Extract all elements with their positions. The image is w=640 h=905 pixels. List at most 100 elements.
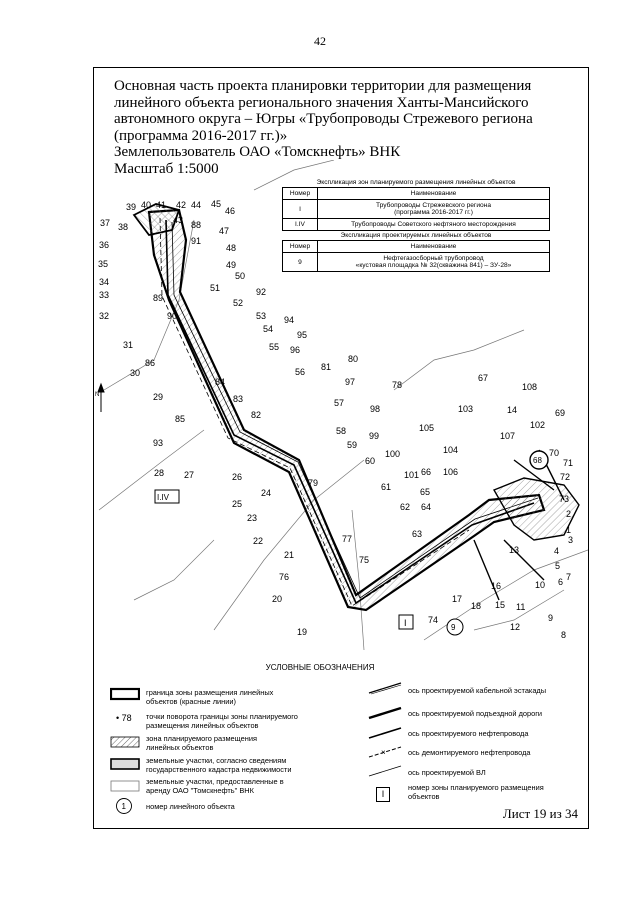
point-label: 95	[297, 330, 307, 340]
legend-zone-number: номер зоны планируемого размещения объек…	[408, 783, 544, 801]
point-label: 12	[510, 622, 520, 632]
point-label: 55	[269, 342, 279, 352]
point-label: 50	[235, 271, 245, 281]
road-symbol	[368, 706, 402, 720]
title-block: Основная часть проекта планировки террит…	[114, 78, 534, 177]
point-label: 39	[126, 202, 136, 212]
point-label: 107	[500, 431, 515, 441]
point-label: 81	[321, 362, 331, 372]
legend-object-number: номер линейного объекта	[146, 802, 235, 811]
table-row: I.IV Трубопроводы Советского нефтяного м…	[282, 218, 550, 231]
point-label: 18	[471, 601, 481, 611]
zone-name: Трубопроводы Советского нефтяного местор…	[317, 218, 550, 231]
point-label: 85	[175, 414, 185, 424]
zones-table-caption: Экспликация зон планируемого размещения …	[316, 179, 516, 186]
zones-header-name: Наименование	[317, 187, 550, 200]
point-label: 82	[251, 410, 261, 420]
point-label: 89	[153, 293, 163, 303]
object-number-symbol-text: 1	[122, 802, 127, 811]
zone-marker-iiv	[154, 489, 180, 504]
object-number: 9	[282, 252, 318, 272]
point-label: 53	[256, 311, 266, 321]
point-label: 13	[509, 545, 519, 555]
legend-cadastre: земельные участки, согласно сведениям го…	[146, 756, 292, 774]
point-label: 29	[153, 392, 163, 402]
north-arrow	[97, 382, 105, 412]
point-symbol-number: 78	[121, 713, 132, 723]
north-label: N	[95, 392, 99, 398]
point-label: 11	[516, 602, 525, 612]
zone-marker-i	[398, 614, 414, 630]
point-label: 93	[153, 438, 163, 448]
point-label: 45	[211, 199, 221, 209]
point-label: 62	[400, 502, 410, 512]
scale-line: Масштаб 1:5000	[114, 160, 219, 177]
point-label: 75	[359, 555, 369, 565]
zones-header-number: Номер	[282, 187, 318, 200]
point-label: 58	[336, 426, 346, 436]
point-label: 33	[99, 290, 109, 300]
point-label: 94	[284, 315, 294, 325]
legend-points: точки поворота границы зоны планируемого…	[146, 712, 298, 730]
point-label: 42	[176, 200, 186, 210]
point-label: 63	[412, 529, 422, 539]
point-label: 24	[261, 488, 271, 498]
point-label: 79	[308, 478, 318, 488]
point-label: 23	[247, 513, 257, 523]
sheet-frame	[93, 67, 589, 829]
point-label: 108	[522, 382, 537, 392]
title-line: линейного объекта регионального значения…	[114, 94, 529, 111]
point-label: 38	[118, 222, 128, 232]
sheet-label: Лист 19 из 34	[502, 806, 578, 821]
point-label: 78	[392, 380, 402, 390]
point-label: 41	[156, 200, 166, 210]
zone-symbol	[110, 736, 140, 748]
point-label: 98	[370, 404, 380, 414]
pipeline-axes	[159, 217, 539, 607]
legend-dismantled: ось демонтируемого нефтепровода	[408, 748, 531, 757]
point-label: 36	[99, 240, 109, 250]
point-label: 52	[233, 298, 243, 308]
point-label: 34	[99, 277, 109, 287]
point-label: 20	[272, 594, 282, 604]
point-label: 48	[226, 243, 236, 253]
title-line: автономного округа – Югры «Трубопроводы …	[114, 111, 533, 127]
point-label: 100	[385, 449, 400, 459]
objects-table: Номер Наименование 9 Нефтегазосборный тр…	[282, 240, 550, 272]
point-label: 10	[535, 580, 545, 590]
lease-symbol	[110, 780, 140, 792]
point-label: 86	[145, 358, 155, 368]
legend-power-line: ось проектируемой ВЛ	[408, 768, 486, 777]
point-label: 40	[141, 200, 151, 210]
point-label: 22	[253, 536, 263, 546]
point-label: 9	[548, 613, 553, 623]
point-label: 103	[458, 404, 473, 414]
point-label: 7	[566, 572, 571, 582]
point-label: 57	[334, 398, 344, 408]
legend-boundary: граница зоны размещения линейных объекто…	[146, 688, 274, 706]
point-label: 84	[215, 377, 225, 387]
legend-lease: земельные участки, предоставленные в аре…	[146, 777, 284, 795]
legend-title: УСЛОВНЫЕ ОБОЗНАЧЕНИЯ	[265, 663, 375, 672]
point-label: 99	[369, 431, 379, 441]
zone-label-iiv: I.IV	[157, 493, 170, 502]
point-label: 61	[381, 482, 391, 492]
circled-label-9: 9	[451, 623, 456, 632]
title-line: Основная часть проекта планировки террит…	[114, 78, 532, 94]
object-name: Нефтегазосборный трубопровод «кустовая п…	[317, 252, 550, 272]
point-label: 69	[555, 408, 565, 418]
point-label: 43	[173, 215, 183, 225]
point-label: 46	[225, 206, 235, 216]
point-label: 31	[123, 340, 133, 350]
zone-number: I	[282, 199, 318, 219]
pipeline-symbol	[368, 727, 402, 739]
point-label: 59	[347, 440, 357, 450]
point-label: 60	[365, 456, 375, 466]
zones-table: Номер Наименование I Трубопроводы Стреже…	[282, 187, 550, 231]
zone-name: Трубопроводы Стрежевского региона (прогр…	[317, 199, 550, 219]
page-number: 42	[314, 34, 326, 48]
boundary-symbol	[110, 687, 140, 701]
point-label: 5	[555, 561, 560, 571]
point-symbol: • 78	[116, 713, 132, 723]
